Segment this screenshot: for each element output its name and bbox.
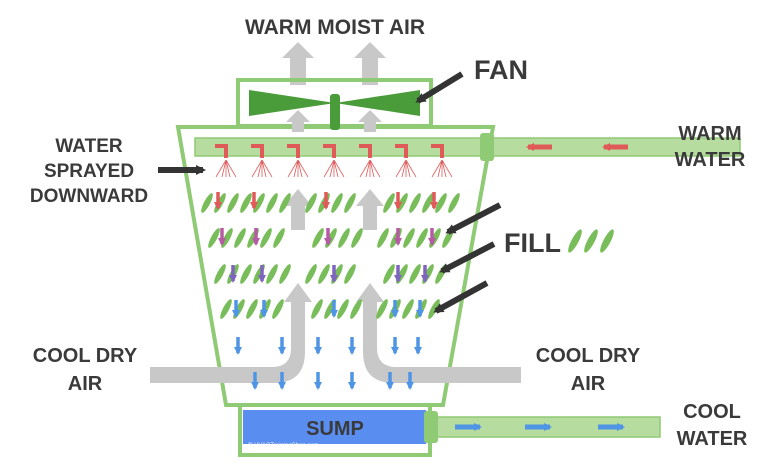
svg-text:SPRAYED: SPRAYED [44,161,134,182]
cool-water-label: COOL WATER [677,401,748,450]
fill-media-icon [422,264,434,284]
tower-body [175,125,496,407]
pointer-arrows [158,71,502,314]
fill-media-icon [337,299,349,319]
fill-media-icon [312,228,324,248]
svg-text:WATER: WATER [677,428,748,450]
fill-media-icon [305,264,317,284]
fill-media-icon [383,264,395,284]
fill-media-icon [305,193,317,213]
fan-label: FAN [474,55,528,85]
fill-media-icon [247,228,259,248]
fill-media-icon [311,299,323,319]
fill-pointer-2 [439,241,496,274]
svg-text:WARM: WARM [678,123,741,145]
fill-pointer-1 [445,202,502,235]
svg-text:WATER: WATER [675,149,746,171]
fill-media-icon [344,193,356,213]
fill-media-icon [273,228,285,248]
pipe-flange [480,133,494,161]
rising-air-arrows [284,110,384,230]
fill-media-icon [338,228,350,248]
fill-media-icon [344,264,356,284]
fill-media-icon [331,193,343,213]
warm-air-exhaust-arrows [282,42,386,85]
fill-media-icon [227,193,239,213]
fill-media-icon [201,193,213,213]
fill-media-icon [409,193,421,213]
fill-media-icon [429,228,441,248]
svg-text:COOL DRY: COOL DRY [536,345,641,367]
fill-media-icon [331,264,343,284]
cool-air-intake-right [356,283,521,383]
fill-media-icon [266,264,278,284]
spray-nozzle-icon [323,144,345,178]
cool-air-intake-left [150,283,312,383]
svg-text:AIR: AIR [571,373,606,395]
fill-media-icon [402,299,414,319]
fill-media-icon [416,228,428,248]
cool-dry-air-right-label: COOL DRY AIR [536,345,641,395]
fill-media-icon [246,299,258,319]
fill-media-icon [208,228,220,248]
cool-dry-air-left-label: COOL DRY AIR [33,345,138,395]
spray-nozzle-icon [395,144,417,178]
fill-media-icon [214,193,226,213]
warm-water-label: WARM WATER [675,123,746,171]
fill-media-icon [376,299,388,319]
fill-media-icon [220,299,232,319]
spray-nozzle-icon [287,144,309,178]
fan-pointer [415,71,464,104]
fill-media-icon [435,193,447,213]
fill-media-icon [240,193,252,213]
fill-media-icon [279,193,291,213]
fill-media-icon [272,299,284,319]
fill-media-icon [266,193,278,213]
fill-media-icon [214,264,226,284]
outlet-flange [424,411,438,443]
fill-media-icon [383,193,395,213]
spray-nozzle-icon [251,144,273,178]
sump-water [243,410,426,444]
svg-text:AIR: AIR [68,373,103,395]
fill-label: FILL [504,228,561,258]
svg-text:COOL DRY: COOL DRY [33,345,138,367]
fill-media-icon [233,299,245,319]
fill-media-icon [325,228,337,248]
fill-media-icon [350,299,362,319]
fan-icon [249,90,420,130]
fill-media-icon [351,228,363,248]
spray-nozzles [215,144,453,178]
fill-media-icon [448,193,460,213]
fill-media-icon [422,193,434,213]
sump-label: SUMP [306,418,364,440]
spray-nozzle-icon [215,144,237,178]
credit-text: © HVACTrainingShop.com [248,442,319,449]
svg-text:COOL: COOL [683,401,741,423]
fill-media-icon [377,228,389,248]
fill-media-icon [234,228,246,248]
fill-media-icon [403,228,415,248]
fill-pointer-3 [433,280,489,314]
warm-moist-air-label: WARM MOIST AIR [245,16,425,39]
fill-media-icon [253,264,265,284]
fill-media-icon [409,264,421,284]
warm-water-pipe [194,137,741,157]
fill-media-icon [240,264,252,284]
fill-media [201,193,460,319]
svg-text:WATER: WATER [55,136,122,157]
fill-legend-icon [568,229,614,253]
water-droplet-arrows [214,192,438,390]
spray-nozzle-icon [431,144,453,178]
spray-nozzle-icon [359,144,381,178]
svg-text:DOWNWARD: DOWNWARD [30,186,148,207]
fill-media-icon [279,264,291,284]
fill-media-icon [260,228,272,248]
water-sprayed-label: WATER SPRAYED DOWNWARD [30,136,148,207]
fill-media-icon [318,264,330,284]
fill-media-icon [318,193,330,213]
fill-media-icon [390,228,402,248]
